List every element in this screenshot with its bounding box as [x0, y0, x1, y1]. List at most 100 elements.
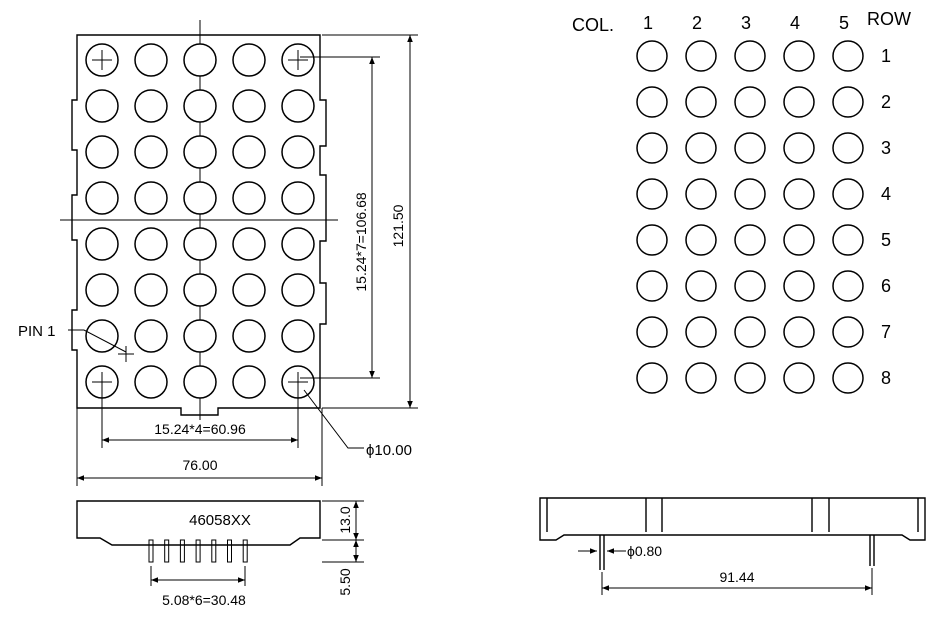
schematic-led [832, 224, 864, 256]
side-pin [179, 539, 185, 563]
overall-height-dim: 121.50 [390, 204, 406, 247]
pin1-leader [68, 329, 127, 353]
hole-diameter-dim: ϕ10.00 [366, 442, 412, 459]
schematic-led [636, 316, 668, 348]
part-number: 46058XX [189, 512, 251, 529]
schematic-led [783, 132, 815, 164]
front-led [183, 273, 217, 307]
side-pin [227, 539, 232, 563]
front-body-outline [71, 34, 327, 416]
side-pin [148, 539, 154, 563]
column-labels: 1 2 3 4 5 [643, 13, 849, 33]
row-label: 3 [881, 138, 891, 158]
schematic-led [685, 270, 717, 302]
front-view: PIN 1 15.24*7=106.68 121.50 15.24*4=60.9… [18, 20, 418, 486]
front-led [281, 181, 315, 215]
front-led [183, 89, 217, 123]
front-led [134, 135, 168, 169]
front-led [85, 227, 119, 261]
front-led [232, 365, 266, 399]
front-led [85, 135, 119, 169]
schematic-led [685, 86, 717, 118]
front-led [134, 89, 168, 123]
schematic-led [685, 40, 717, 72]
schematic-led [685, 132, 717, 164]
hole-diameter-leader [303, 389, 364, 449]
col-label: 1 [643, 13, 653, 33]
schematic-led-grid [636, 40, 864, 394]
side-view: 46058XX 13.0 5.50 5.08*6=30.48 [76, 500, 364, 608]
side-pins [148, 539, 248, 563]
col-label: 4 [790, 13, 800, 33]
col-label: 3 [741, 13, 751, 33]
schematic-led [734, 362, 766, 394]
schematic-led [734, 224, 766, 256]
schematic-led [734, 40, 766, 72]
schematic-led [636, 362, 668, 394]
front-led [183, 181, 217, 215]
schematic-led [832, 132, 864, 164]
front-led [281, 89, 315, 123]
front-led [232, 227, 266, 261]
col-label: 5 [839, 13, 849, 33]
front-led [232, 319, 266, 353]
schematic-led [832, 270, 864, 302]
col-label: 2 [692, 13, 702, 33]
front-led [281, 319, 315, 353]
front-led [232, 43, 266, 77]
front-led [281, 135, 315, 169]
schematic-led [832, 316, 864, 348]
schematic-led [832, 178, 864, 210]
front-led [85, 273, 119, 307]
schematic-led [636, 86, 668, 118]
schematic-led [636, 270, 668, 302]
schematic-led [832, 40, 864, 72]
pin-diameter-dim: ϕ0.80 [627, 543, 662, 559]
schematic-led [734, 270, 766, 302]
front-led [232, 181, 266, 215]
end-view: ϕ0.80 91.44 [539, 497, 926, 595]
schematic-led [832, 86, 864, 118]
row-label: 4 [881, 184, 891, 204]
front-led [85, 319, 119, 353]
front-led [134, 365, 168, 399]
mounting-hole-markers [92, 50, 308, 392]
schematic-led [734, 178, 766, 210]
schematic-led [636, 178, 668, 210]
schematic-led [636, 40, 668, 72]
pin-pitch-dim: 5.08*6=30.48 [162, 592, 246, 608]
front-led-grid [85, 43, 315, 399]
schematic-led [734, 132, 766, 164]
schematic-led [783, 270, 815, 302]
height-pitch-dim: 15.24*7=106.68 [353, 192, 369, 291]
side-pin [242, 539, 248, 563]
row-label: 6 [881, 276, 891, 296]
front-led [134, 227, 168, 261]
pin1-label: PIN 1 [18, 323, 56, 340]
schematic-led [734, 316, 766, 348]
front-led [183, 43, 217, 77]
row-label: 2 [881, 92, 891, 112]
schematic-led [783, 86, 815, 118]
schematic-led [685, 178, 717, 210]
front-led [183, 319, 217, 353]
body-height-dim: 13.0 [337, 506, 353, 533]
schematic-led [636, 132, 668, 164]
front-led [232, 273, 266, 307]
pin-length-dim: 5.50 [337, 568, 353, 595]
schematic-led [783, 224, 815, 256]
side-pin [195, 539, 201, 563]
schematic-led [685, 224, 717, 256]
pin-span-dim: 91.44 [719, 569, 754, 585]
col-heading: COL. [572, 15, 614, 35]
front-led [134, 43, 168, 77]
side-pin [164, 539, 170, 563]
front-led [183, 365, 217, 399]
row-heading: ROW [867, 9, 911, 29]
schematic-led [636, 224, 668, 256]
end-body-outline [539, 497, 926, 541]
width-pitch-dim: 15.24*4=60.96 [154, 421, 246, 437]
schematic-led [783, 362, 815, 394]
